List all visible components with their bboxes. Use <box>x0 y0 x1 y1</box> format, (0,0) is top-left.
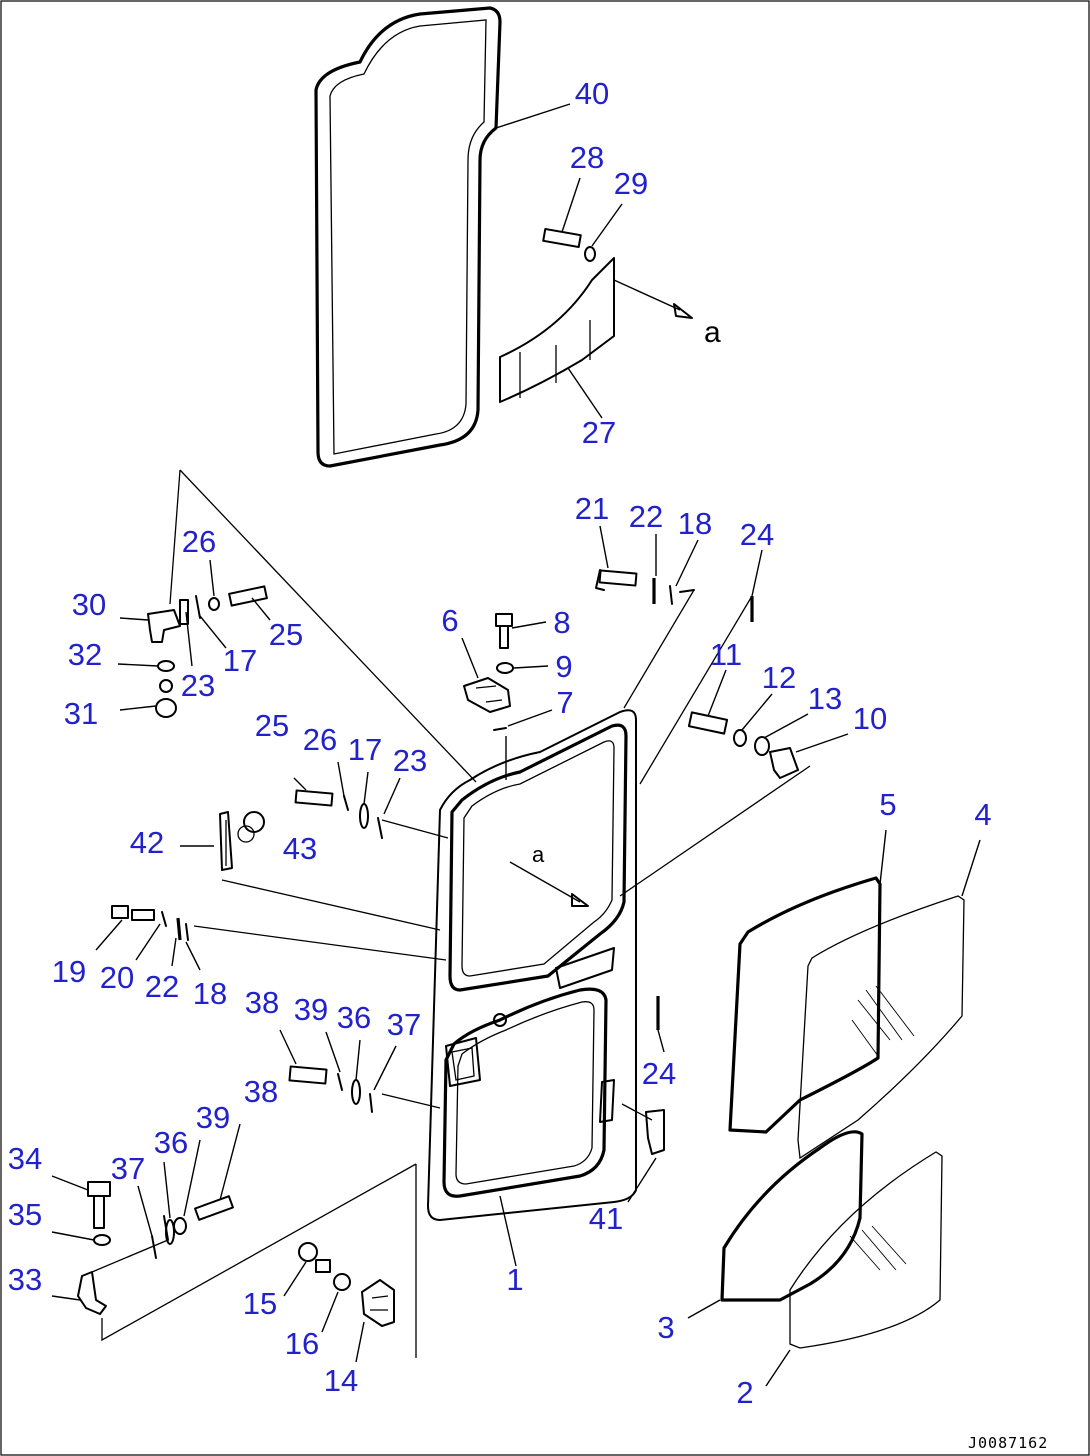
callout-c42: 42 <box>130 825 164 860</box>
callout-c21: 21 <box>575 491 609 526</box>
part-19-20-22-18-lower-set <box>95 905 447 971</box>
callout-c40: 40 <box>575 76 609 111</box>
part-1-door-frame <box>427 709 637 1267</box>
part-21-22-18-24-upper-set <box>595 525 763 785</box>
callout-c25b: 25 <box>255 708 289 743</box>
part-38-39-36-37-lower <box>137 1123 241 1259</box>
callout-c33: 33 <box>8 1262 42 1297</box>
callout-c32: 32 <box>68 637 102 672</box>
callout-c43: 43 <box>283 831 317 866</box>
callout-c24a: 24 <box>740 517 774 552</box>
callout-c3: 3 <box>657 1310 674 1345</box>
callout-c28: 28 <box>570 140 604 175</box>
part-38-39-36-37-mid <box>279 1029 441 1113</box>
drawing-number: J0087162 <box>968 1434 1048 1452</box>
callout-c34: 34 <box>8 1141 42 1176</box>
callout-c20: 20 <box>100 960 134 995</box>
callout-c26a: 26 <box>182 524 216 559</box>
callout-c22b: 22 <box>145 969 179 1004</box>
callout-c29: 29 <box>614 166 648 201</box>
callout-c18b: 18 <box>193 976 227 1011</box>
callout-c25a: 25 <box>269 617 303 652</box>
part-4-5-upper-glass <box>728 829 981 1160</box>
callout-c15: 15 <box>243 1286 277 1321</box>
callout-c26b: 26 <box>303 722 337 757</box>
callout-c31: 31 <box>64 696 98 731</box>
part-27-cover-plate <box>499 257 693 419</box>
part-11-12-13-10-striker <box>619 669 849 897</box>
callout-c36b: 36 <box>154 1125 188 1160</box>
callout-c23b: 23 <box>393 743 427 778</box>
callout-c39b: 39 <box>196 1100 230 1135</box>
part-33-34-35-lower-hinge <box>51 1163 417 1358</box>
callout-c4: 4 <box>974 797 991 832</box>
part-28-29-bolt-washer <box>542 177 623 262</box>
callout-c8: 8 <box>553 605 570 640</box>
callout-c41: 41 <box>589 1201 623 1236</box>
callout-c38b: 38 <box>244 1074 278 1109</box>
callout-c14: 14 <box>324 1363 358 1398</box>
callout-c18a: 18 <box>678 506 712 541</box>
callout-c24b: 24 <box>642 1056 676 1091</box>
callout-c19: 19 <box>52 954 86 989</box>
callout-c35: 35 <box>8 1197 42 1232</box>
callout-c6: 6 <box>441 603 458 638</box>
callout-c9: 9 <box>555 649 572 684</box>
part-42-43-lever-screw <box>180 811 441 931</box>
part-25-26-17-23-mid-row <box>293 761 449 839</box>
callout-c27: 27 <box>582 415 616 450</box>
callout-c12: 12 <box>762 660 796 695</box>
callout-c13: 13 <box>808 681 842 716</box>
callout-c37a: 37 <box>387 1007 421 1042</box>
view-label-a: a <box>704 316 721 349</box>
part-41-bracket <box>621 996 665 1203</box>
part-30-left-hinge-group <box>117 469 477 783</box>
callout-c7: 7 <box>556 685 573 720</box>
callout-c1: 1 <box>506 1262 523 1297</box>
part-40-door-seal <box>314 6 571 468</box>
callout-c39a: 39 <box>294 992 328 1027</box>
part-2-3-lower-glass <box>687 1130 943 1387</box>
part-14-15-16-bottom-bracket <box>283 1242 395 1363</box>
view-arrow-a <box>509 861 589 907</box>
callout-c11: 11 <box>710 637 742 672</box>
callout-c16: 16 <box>285 1326 319 1361</box>
callout-c10: 10 <box>853 701 887 736</box>
callout-c17b: 17 <box>348 732 382 767</box>
part-6-upper-hinge <box>461 613 553 780</box>
callout-c5: 5 <box>879 787 896 822</box>
callout-c22a: 22 <box>629 499 663 534</box>
callout-c38a: 38 <box>245 985 279 1020</box>
callout-c17a: 17 <box>223 643 257 678</box>
callout-c23a: 23 <box>181 668 215 703</box>
callout-c2: 2 <box>736 1375 753 1410</box>
view-label-a-inner: a <box>532 842 545 867</box>
callout-c36a: 36 <box>337 1000 371 1035</box>
callout-c30: 30 <box>72 587 106 622</box>
callout-c37b: 37 <box>111 1151 145 1186</box>
